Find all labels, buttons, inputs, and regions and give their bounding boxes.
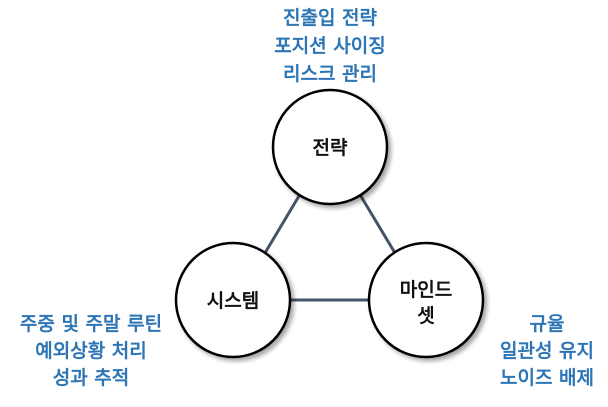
annotation-mindset-line: 규율 xyxy=(530,313,565,335)
node-mindset-label-line1: 마인드 xyxy=(400,279,452,301)
annotation-strategy-line: 포지션 사이징 xyxy=(274,35,386,57)
annotation-strategy-line: 리스크 관리 xyxy=(283,63,377,85)
annotation-strategy-line: 진출입 전략 xyxy=(283,7,378,29)
annotation-system-line: 성과 추적 xyxy=(53,367,130,389)
node-mindset: 마인드 셋 xyxy=(367,241,485,359)
annotation-system-line: 예외상황 처리 xyxy=(35,339,147,362)
annotation-mindset: 규율 일관성 유지 노이즈 배제 xyxy=(500,313,594,389)
connector-strategy-mindset xyxy=(357,192,400,259)
node-system-circle xyxy=(174,241,292,359)
connector-strategy-system xyxy=(260,195,301,259)
annotation-mindset-line: 노이즈 배제 xyxy=(500,367,594,389)
annotation-strategy: 진출입 전략 포지션 사이징 리스크 관리 xyxy=(274,7,386,85)
node-strategy: 전략 xyxy=(271,88,389,206)
annotation-mindset-line: 일관성 유지 xyxy=(500,340,594,362)
annotation-system: 주중 및 주말 루틴 예외상황 처리 성과 추적 xyxy=(20,313,162,389)
node-strategy-circle xyxy=(271,88,389,206)
node-mindset-label-line2: 셋 xyxy=(417,305,434,327)
node-system: 시스템 xyxy=(174,241,292,359)
node-strategy-label: 전략 xyxy=(313,137,348,159)
annotation-system-line: 주중 및 주말 루틴 xyxy=(20,313,162,335)
node-system-label: 시스템 xyxy=(207,290,259,312)
node-mindset-circle xyxy=(367,241,485,359)
